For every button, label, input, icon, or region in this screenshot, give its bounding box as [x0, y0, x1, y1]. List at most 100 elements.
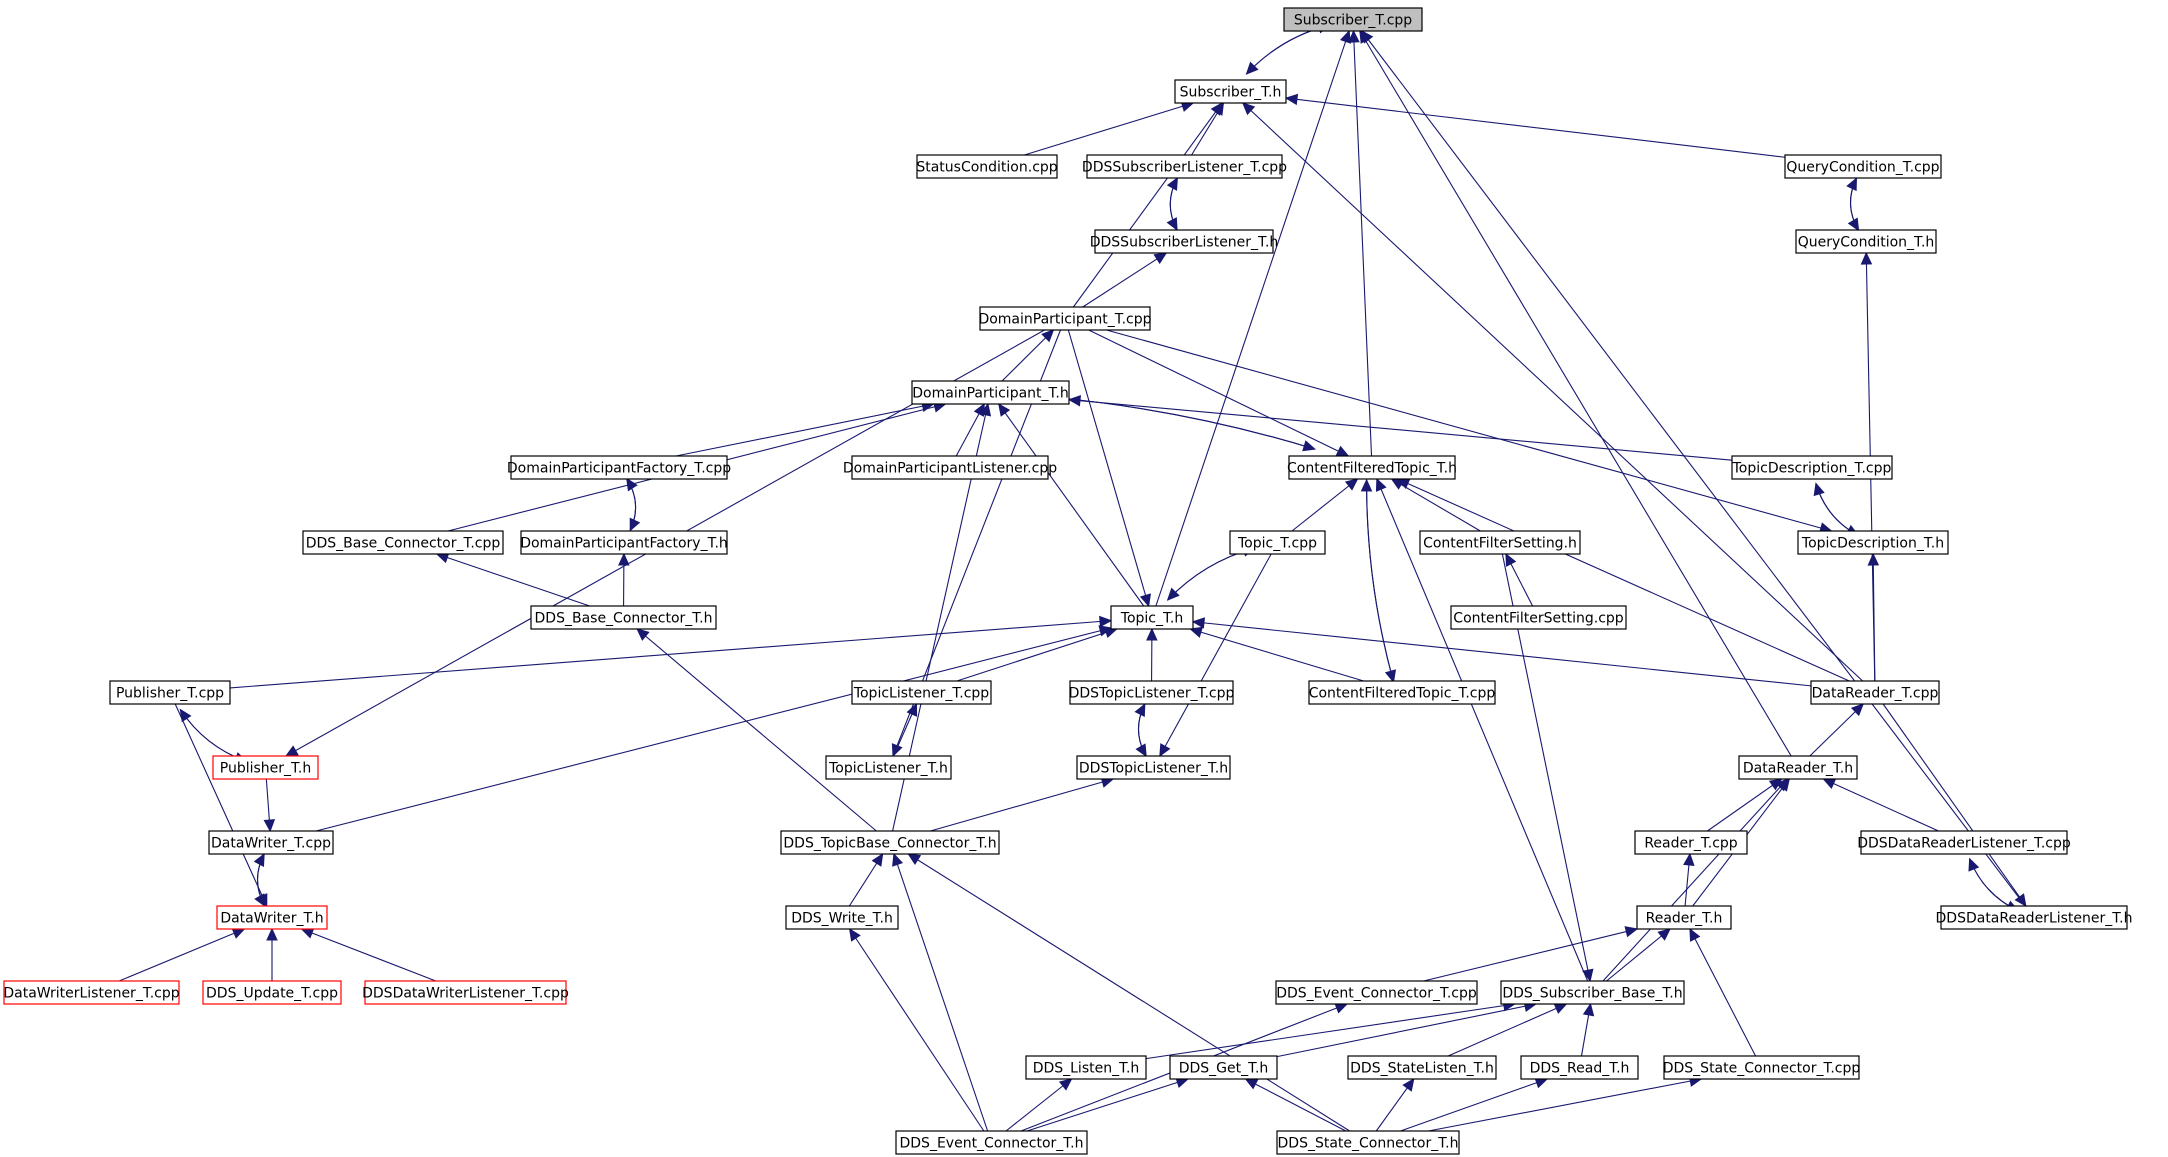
node-box[interactable]: [1797, 530, 1949, 555]
node-domainparticipantlistener-cpp[interactable]: DomainParticipantListener.cpp: [843, 455, 1057, 480]
node-dds-base-connector-t-cpp[interactable]: DDS_Base_Connector_T.cpp: [302, 530, 504, 555]
node-box[interactable]: [1094, 229, 1274, 254]
node-topicdescription-t-cpp[interactable]: TopicDescription_T.cpp: [1731, 455, 1893, 480]
node-contentfilteredtopic-t-cpp[interactable]: ContentFilteredTopic_T.cpp: [1308, 680, 1496, 705]
node-box[interactable]: [1795, 229, 1937, 254]
node-box[interactable]: [1810, 680, 1940, 705]
node-domainparticipantfactory-t-h[interactable]: DomainParticipantFactory_T.h: [520, 530, 728, 555]
node-dds-update-t-cpp[interactable]: DDS_Update_T.cpp: [202, 980, 342, 1005]
node-dds-subscriber-base-t-h[interactable]: DDS_Subscriber_Base_T.h: [1500, 980, 1685, 1005]
node-box[interactable]: [212, 755, 319, 780]
node-ddsdatareaderlistener-t-h[interactable]: DDSDataReaderListener_T.h: [1936, 905, 2133, 930]
node-domainparticipant-t-h[interactable]: DomainParticipant_T.h: [911, 380, 1070, 405]
node-box[interactable]: [1288, 455, 1456, 480]
node-dds-statelisten-t-h[interactable]: DDS_StateListen_T.h: [1347, 1055, 1497, 1080]
node-box[interactable]: [1069, 680, 1234, 705]
node-box[interactable]: [979, 306, 1151, 331]
node-box[interactable]: [1636, 905, 1732, 930]
node-box[interactable]: [1169, 1055, 1278, 1080]
node-box[interactable]: [109, 680, 231, 705]
node-datawriter-t-h[interactable]: DataWriter_T.h: [216, 905, 328, 930]
node-box[interactable]: [1940, 905, 2128, 930]
node-contentfilteredtopic-t-h[interactable]: ContentFilteredTopic_T.h: [1287, 455, 1457, 480]
node-dds-base-connector-t-h[interactable]: DDS_Base_Connector_T.h: [530, 605, 717, 630]
node-box[interactable]: [1308, 680, 1496, 705]
node-subscriber-t-cpp[interactable]: Subscriber_T.cpp: [1283, 7, 1423, 32]
node-domainparticipant-t-cpp[interactable]: DomainParticipant_T.cpp: [978, 306, 1152, 331]
node-box[interactable]: [1276, 1130, 1460, 1155]
node-subscriber-t-h[interactable]: Subscriber_T.h: [1174, 79, 1287, 104]
node-box[interactable]: [1731, 455, 1893, 480]
node-reader-t-h[interactable]: Reader_T.h: [1636, 905, 1732, 930]
node-ddssubscriberlistener-t-h[interactable]: DDSSubscriberListener_T.h: [1090, 229, 1279, 254]
node-box[interactable]: [1500, 980, 1685, 1005]
node-datareader-t-h[interactable]: DataReader_T.h: [1738, 755, 1858, 780]
node-box[interactable]: [1784, 154, 1942, 179]
node-box[interactable]: [1076, 755, 1231, 780]
node-box[interactable]: [825, 755, 952, 780]
node-box[interactable]: [1086, 154, 1283, 179]
node-statuscondition-cpp[interactable]: StatusCondition.cpp: [916, 154, 1058, 179]
node-contentfiltersetting-h[interactable]: ContentFilterSetting.h: [1419, 530, 1581, 555]
node-publisher-t-cpp[interactable]: Publisher_T.cpp: [109, 680, 231, 705]
node-box[interactable]: [510, 455, 728, 480]
node-querycondition-t-h[interactable]: QueryCondition_T.h: [1795, 229, 1937, 254]
node-datawriter-t-cpp[interactable]: DataWriter_T.cpp: [208, 830, 334, 855]
node-box[interactable]: [1174, 79, 1287, 104]
node-dds-get-t-h[interactable]: DDS_Get_T.h: [1169, 1055, 1278, 1080]
node-box[interactable]: [851, 680, 992, 705]
node-box[interactable]: [302, 530, 504, 555]
node-ddssubscriberlistener-t-cpp[interactable]: DDSSubscriberListener_T.cpp: [1082, 154, 1287, 179]
node-box[interactable]: [851, 455, 1049, 480]
node-topic-t-h[interactable]: Topic_T.h: [1110, 605, 1194, 630]
node-box[interactable]: [208, 830, 334, 855]
node-reader-t-cpp[interactable]: Reader_T.cpp: [1634, 830, 1748, 855]
node-box[interactable]: [520, 530, 728, 555]
node-box[interactable]: [202, 980, 342, 1005]
node-box[interactable]: [1738, 755, 1858, 780]
node-box[interactable]: [1520, 1055, 1639, 1080]
node-box[interactable]: [785, 905, 899, 930]
node-box[interactable]: [780, 830, 1000, 855]
node-dds-listen-t-h[interactable]: DDS_Listen_T.h: [1025, 1055, 1147, 1080]
node-querycondition-t-cpp[interactable]: QueryCondition_T.cpp: [1784, 154, 1942, 179]
node-contentfiltersetting-cpp[interactable]: ContentFilterSetting.cpp: [1450, 605, 1627, 630]
node-ddsdatawriterlistener-t-cpp[interactable]: DDSDataWriterListener_T.cpp: [362, 980, 569, 1005]
node-dds-state-connector-t-h[interactable]: DDS_State_Connector_T.h: [1276, 1130, 1460, 1155]
node-box[interactable]: [530, 605, 717, 630]
node-dds-event-connector-t-cpp[interactable]: DDS_Event_Connector_T.cpp: [1275, 980, 1478, 1005]
node-publisher-t-h[interactable]: Publisher_T.h: [212, 755, 319, 780]
node-box[interactable]: [1110, 605, 1194, 630]
node-ddsdatareaderlistener-t-cpp[interactable]: DDSDataReaderListener_T.cpp: [1857, 830, 2071, 855]
node-datawriterlistener-t-cpp[interactable]: DataWriterListener_T.cpp: [3, 980, 180, 1005]
node-box[interactable]: [1419, 530, 1581, 555]
node-topiclistener-t-cpp[interactable]: TopicListener_T.cpp: [851, 680, 992, 705]
node-ddstopiclistener-t-h[interactable]: DDSTopicListener_T.h: [1076, 755, 1231, 780]
node-box[interactable]: [895, 1130, 1088, 1155]
node-box[interactable]: [1283, 7, 1423, 32]
node-box[interactable]: [364, 980, 567, 1005]
node-box[interactable]: [1634, 830, 1748, 855]
node-topic-t-cpp[interactable]: Topic_T.cpp: [1229, 530, 1326, 555]
node-ddstopiclistener-t-cpp[interactable]: DDSTopicListener_T.cpp: [1069, 680, 1235, 705]
node-dds-read-t-h[interactable]: DDS_Read_T.h: [1520, 1055, 1639, 1080]
node-datareader-t-cpp[interactable]: DataReader_T.cpp: [1810, 680, 1940, 705]
node-dds-state-connector-t-cpp[interactable]: DDS_State_Connector_T.cpp: [1663, 1055, 1861, 1080]
node-box[interactable]: [1860, 830, 2068, 855]
node-box[interactable]: [1347, 1055, 1497, 1080]
node-box[interactable]: [1229, 530, 1326, 555]
node-dds-write-t-h[interactable]: DDS_Write_T.h: [785, 905, 899, 930]
node-dds-topicbase-connector-t-h[interactable]: DDS_TopicBase_Connector_T.h: [780, 830, 1000, 855]
node-topiclistener-t-h[interactable]: TopicListener_T.h: [825, 755, 952, 780]
node-box[interactable]: [1275, 980, 1478, 1005]
node-domainparticipantfactory-t-cpp[interactable]: DomainParticipantFactory_T.cpp: [507, 455, 731, 480]
node-box[interactable]: [3, 980, 180, 1005]
node-box[interactable]: [216, 905, 328, 930]
node-box[interactable]: [911, 380, 1070, 405]
node-box[interactable]: [916, 154, 1058, 179]
node-box[interactable]: [1025, 1055, 1147, 1080]
node-dds-event-connector-t-h[interactable]: DDS_Event_Connector_T.h: [895, 1130, 1088, 1155]
node-box[interactable]: [1450, 605, 1627, 630]
node-topicdescription-t-h[interactable]: TopicDescription_T.h: [1797, 530, 1949, 555]
node-box[interactable]: [1663, 1055, 1860, 1080]
